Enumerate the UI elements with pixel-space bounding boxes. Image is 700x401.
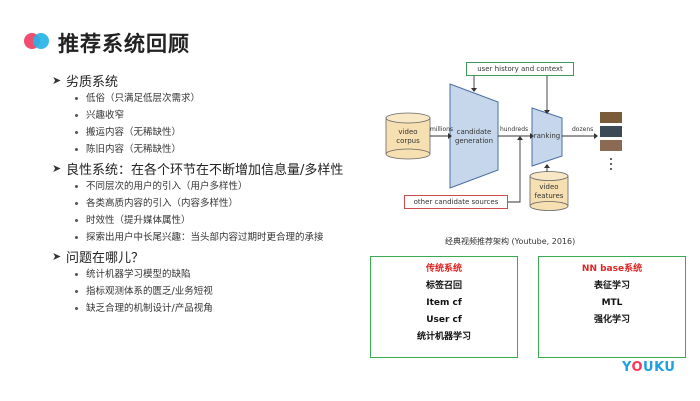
section-heading: 劣质系统 (66, 74, 119, 90)
list-item: 表征学习 (593, 281, 630, 291)
section-inferior: ➤ 劣质系统 低俗（只满足低层次需求） 兴趣收窄 搬运内容（无稀缺性） 陈旧内容（… (52, 70, 382, 158)
list-item: 陈旧内容（无稀缺性） (74, 141, 382, 158)
video-thumbnails (600, 112, 622, 170)
arrow-heads (448, 88, 598, 168)
traditional-system-title: 传统系统 (425, 264, 462, 274)
hundreds-label: hundreds (500, 126, 529, 133)
video-corpus-label: video corpus (396, 128, 420, 145)
list-item: Item cf (426, 298, 462, 308)
list-item: 兴趣收窄 (74, 107, 382, 124)
list-item: 搬运内容（无稀缺性） (74, 124, 382, 141)
candidate-generation-label: candidate generation (454, 128, 494, 145)
chevron-right-icon: ➤ (52, 249, 62, 263)
list-item: 各类高质内容的引入（内容多样性） (74, 195, 382, 212)
section-heading: 问题在哪儿？ (66, 250, 145, 266)
dozens-label: dozens (572, 126, 594, 133)
video-corpus-cylinder (385, 112, 431, 160)
other-sources-box: other candidate sources (404, 195, 508, 209)
section-heading: 良性系统：在各个环节在不断增加信息量/多样性 (66, 162, 344, 178)
list-item: 强化学习 (593, 315, 630, 325)
logo-dots-icon (24, 33, 50, 49)
nn-system-box: NN base系统 表征学习 MTL 强化学习 (538, 256, 686, 358)
chevron-right-icon: ➤ (52, 161, 62, 175)
page-title: 推荐系统回顾 (58, 32, 190, 56)
list-item: 缺乏合理的机制设计/产品视角 (74, 300, 382, 317)
diagram-arrows (430, 76, 594, 203)
section-benign: ➤ 良性系统：在各个环节在不断增加信息量/多样性 不同层次的用户的引入（用户多样性… (52, 158, 382, 246)
youku-watermark: YOUKU (622, 360, 676, 375)
diagram-svg (385, 76, 622, 211)
ranking-funnel (531, 107, 563, 167)
nn-system-title: NN base系统 (581, 264, 643, 274)
ranking-label: ranking (533, 131, 561, 140)
list-item: 指标观测体系的匮乏/业务短视 (74, 283, 382, 300)
list-item: 标签召回 (425, 281, 462, 291)
list-item: 统计机器学习 (416, 332, 471, 342)
user-history-box: user history and context (466, 62, 574, 76)
video-features-cylinder (529, 171, 569, 211)
list-item: User cf (426, 315, 462, 325)
architecture-diagram: user history and context video corpus mi… (380, 56, 680, 216)
diagram-caption: 经典视频推荐架构 (Youtube, 2016) (445, 237, 576, 246)
list-item: MTL (601, 298, 623, 308)
list-item: 探索出用户中长尾兴趣：当头部内容过期时更合理的承接 (74, 229, 382, 246)
video-features-label: video features (534, 183, 564, 200)
list-item: 不同层次的用户的引入（用户多样性） (74, 178, 382, 195)
millions-label: millions (430, 126, 454, 133)
section-problem: ➤ 问题在哪儿？ 统计机器学习模型的缺陷 指标观测体系的匮乏/业务短视 缺乏合理的… (52, 246, 382, 317)
list-item: 时效性（提升媒体属性） (74, 212, 382, 229)
list-item: 低俗（只满足低层次需求） (74, 90, 382, 107)
candidate-generation-funnel (449, 83, 499, 189)
bullet-list: ➤ 劣质系统 低俗（只满足低层次需求） 兴趣收窄 搬运内容（无稀缺性） 陈旧内容（… (52, 70, 382, 317)
traditional-system-box: 传统系统 标签召回 Item cf User cf 统计机器学习 (370, 256, 518, 358)
list-item: 统计机器学习模型的缺陷 (74, 266, 382, 283)
chevron-right-icon: ➤ (52, 73, 62, 87)
